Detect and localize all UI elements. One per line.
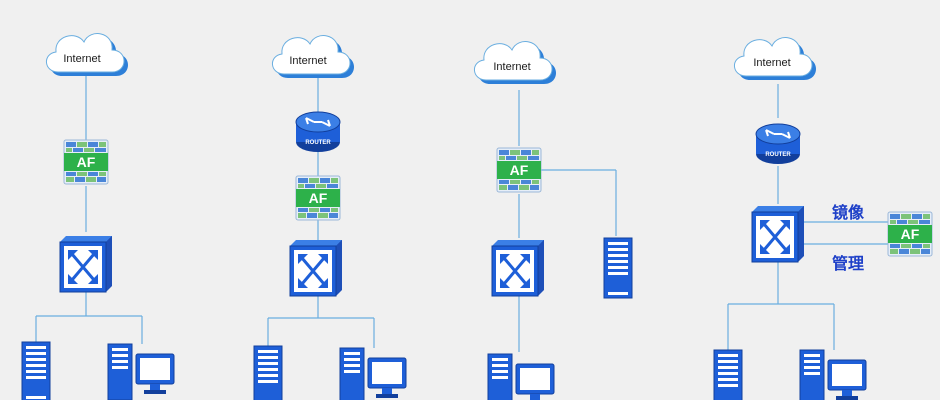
workstation-icon xyxy=(487,353,555,400)
router-icon: ROUTER xyxy=(295,111,341,153)
switch-icon xyxy=(58,234,114,294)
firewall-icon: AF xyxy=(295,175,341,221)
mirror-label: 镜像 xyxy=(832,203,865,222)
cloud-icon: Internet xyxy=(271,35,355,79)
switch-icon xyxy=(490,238,546,298)
internet-label: Internet xyxy=(63,53,100,65)
af-label: AF xyxy=(510,162,529,178)
workstation-icon xyxy=(799,349,867,400)
server-icon xyxy=(253,345,283,400)
workstation-icon xyxy=(107,343,175,400)
af-label: AF xyxy=(901,226,920,242)
server-icon xyxy=(603,237,633,299)
cloud-icon: Internet xyxy=(473,41,557,85)
server-icon xyxy=(713,349,743,400)
switch-icon xyxy=(750,204,806,264)
cloud-icon: Internet xyxy=(45,33,129,77)
server-icon xyxy=(21,341,51,400)
af-label: AF xyxy=(77,154,96,170)
internet-label: Internet xyxy=(753,57,790,69)
router-label: ROUTER xyxy=(305,140,331,146)
firewall-icon: AF xyxy=(887,211,933,257)
switch-icon xyxy=(288,238,344,298)
af-label: AF xyxy=(309,190,328,206)
internet-label: Internet xyxy=(289,55,326,67)
manage-label: 管理 xyxy=(832,254,864,273)
router-label: ROUTER xyxy=(765,152,791,158)
router-icon: ROUTER xyxy=(755,123,801,165)
workstation-icon xyxy=(339,347,407,400)
internet-label: Internet xyxy=(493,61,530,73)
connection-lines xyxy=(35,70,888,352)
cloud-icon: Internet xyxy=(733,37,817,81)
firewall-icon: AF xyxy=(63,139,109,185)
firewall-icon: AF xyxy=(496,147,542,193)
